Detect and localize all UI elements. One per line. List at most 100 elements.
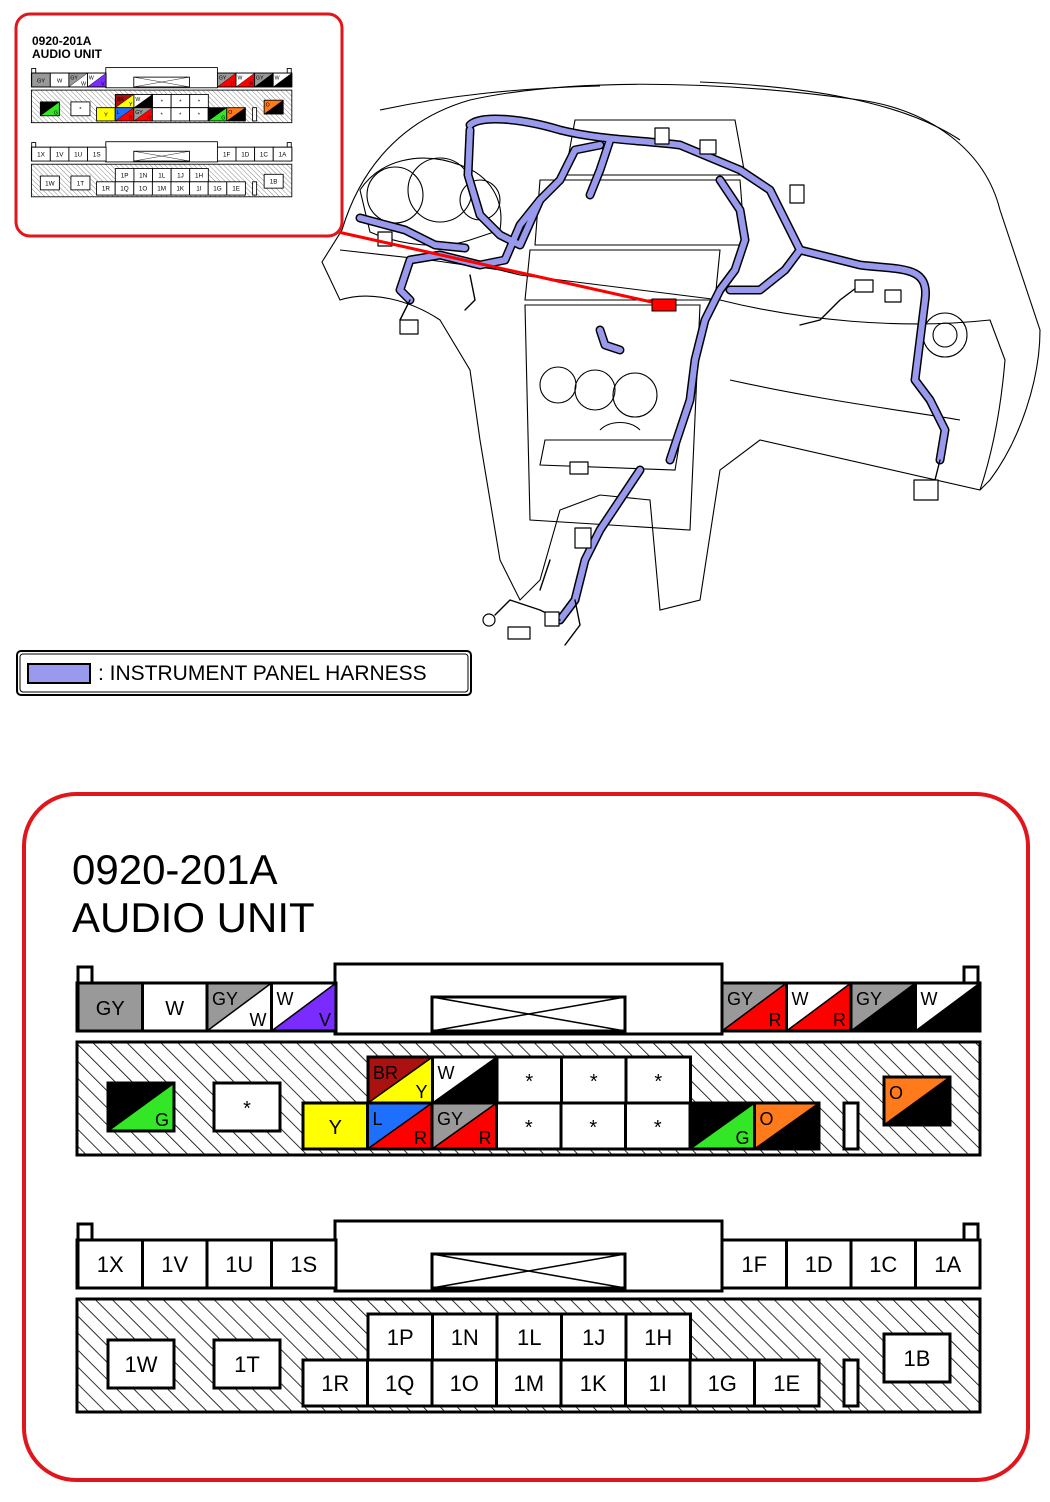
detail-c2-pin-upper-row: 1P (366, 1312, 434, 1362)
wire-color-primary: W (921, 989, 938, 1009)
wire-color-stripe: R (479, 1128, 492, 1148)
inset-c1-pin-top-left: GY (31, 72, 51, 88)
wire-color-primary: GY (135, 110, 143, 116)
pin-label: W (165, 998, 184, 1020)
pin-label: 1Q (120, 186, 129, 193)
pin-label: 1N (451, 1325, 479, 1350)
detail-code: 0920-201A (72, 846, 278, 893)
pin-label: 1X (97, 1252, 124, 1277)
wire-color-stripe: B (240, 116, 244, 122)
detail-c1-pin-top-right: WB (914, 981, 982, 1033)
inset-c1-pin-upper-row: * (152, 93, 172, 109)
detail-c2-pin-top-right: 1A (914, 1238, 982, 1290)
wire-color-stripe: B (933, 1104, 945, 1124)
inset-c1-pin-lower-row: BG (207, 107, 228, 122)
wire-color-stripe: B (898, 1010, 910, 1030)
pin-label: 1W (45, 180, 55, 187)
detail-c2-pin-lower-row: 1I (624, 1358, 692, 1408)
detail-c1-pin-upper-row: * (495, 1055, 563, 1105)
wire-color-stripe: B (268, 81, 272, 87)
inset-c1-pin-bottom-left: BG (39, 101, 60, 116)
inset-c2-pin-lower-row: 1E (226, 181, 246, 196)
wire-color-stripe: R (414, 1128, 427, 1148)
inset-c2-pin-bottom-right: 1B (263, 173, 284, 189)
pin-label: * (654, 1071, 662, 1093)
inset-c2-pin-upper-row: 1J (170, 168, 191, 183)
inset-c1-pin-upper-row: WB (133, 93, 153, 108)
wire-color-primary: L (117, 110, 120, 116)
pin-label: 1S (290, 1252, 317, 1277)
pin-label: 1M (513, 1371, 544, 1396)
detail-c2-pin-upper-row: 1H (624, 1312, 692, 1362)
wire-color-primary: GY (256, 75, 264, 81)
inset-c1-pin-lower-row: LR (114, 107, 135, 122)
inset-c1-pin-top-left: GYW (68, 72, 88, 87)
detail-c2-pin-lower-row: 1R (301, 1358, 369, 1408)
pin-label: 1S (93, 151, 101, 158)
inset-c2-pin-top-right: 1C (254, 146, 274, 162)
wire-color-primary: W (438, 1063, 455, 1083)
pin-label: * (243, 1098, 251, 1120)
pin-label: GY (37, 78, 45, 84)
detail-c2-pin-upper-row: 1L (495, 1312, 563, 1362)
detail-name: AUDIO UNIT (72, 894, 315, 941)
pin-label: 1G (708, 1371, 737, 1396)
inset-c1-pin-top-right: GYR (216, 72, 237, 87)
pin-label: 1I (196, 186, 202, 193)
audio-unit-locator (337, 230, 677, 312)
inset-c2-pin-top-left: 1S (87, 146, 107, 162)
detail-c2-pin-top-left: 1S (270, 1238, 338, 1290)
inset-name: AUDIO UNIT (32, 47, 103, 61)
detail-c1-pin-lower-row: * (624, 1101, 692, 1151)
wire-color-primary: L (373, 1109, 383, 1129)
pin-label: 1R (102, 186, 111, 193)
pin-label: 1C (260, 151, 269, 158)
inset-c2-pin-lower-row: 1I (189, 181, 209, 196)
pin-label: 1B (904, 1346, 931, 1371)
wire-color-stripe: R (833, 1010, 846, 1030)
pin-label: 1H (644, 1325, 672, 1350)
inset-c2-pin-lower-row: 1G (207, 181, 228, 196)
inset-c1-pin-lower-row: * (189, 107, 209, 122)
inset-c2-pin-top-left: 1V (49, 146, 70, 162)
pin-label: 1L (517, 1325, 541, 1350)
pin-label: W (57, 78, 63, 84)
inset-c2-pin-top-left: 1U (68, 146, 88, 162)
pin-label: 1L (158, 172, 166, 179)
detail-c1-pin-lower-row: GYR (430, 1101, 498, 1151)
detail-c2-pin-lower-row: 1Q (366, 1358, 434, 1408)
pin-label: * (179, 113, 182, 119)
pin-label: 1X (37, 151, 46, 158)
wire-color-primary: B (210, 110, 214, 116)
inset-c2-pin-lower-row: 1Q (114, 181, 135, 196)
wire-color-stripe: B (278, 109, 282, 115)
detail-c2-pin-top-right: 1D (785, 1238, 853, 1290)
pin-label: Y (104, 113, 108, 119)
pin-label: GY (96, 998, 125, 1020)
detail-c1-pin-lower-row: * (559, 1101, 627, 1151)
wire-color-primary: BR (373, 1063, 398, 1083)
wire-color-primary: O (228, 110, 232, 116)
detail-c1-pin-top-left: WV (270, 981, 338, 1033)
inset-c2-pin-top-left: 1X (31, 146, 51, 162)
pin-label: 1I (649, 1371, 667, 1396)
wire-color-stripe: V (101, 81, 105, 87)
detail-c1-pin-upper-row: * (560, 1055, 628, 1105)
pin-label: * (198, 113, 201, 119)
detail-c1-pin-top-right: WR (785, 981, 853, 1033)
detail-c2-pin-top-right: 1C (849, 1238, 917, 1290)
pin-label: 1M (157, 186, 166, 193)
pin-label: 1O (139, 186, 148, 193)
pin-label: 1R (321, 1371, 349, 1396)
pin-label: 1H (195, 172, 204, 179)
harness-swatch (27, 663, 91, 684)
pin-label: 1Q (385, 1371, 414, 1396)
inset-c1-pin-upper-row: BRY (114, 93, 135, 108)
inset-c2-pin-upper-row: 1H (189, 168, 209, 183)
pin-label: 1T (234, 1352, 260, 1377)
pin-label: 1K (176, 186, 185, 193)
